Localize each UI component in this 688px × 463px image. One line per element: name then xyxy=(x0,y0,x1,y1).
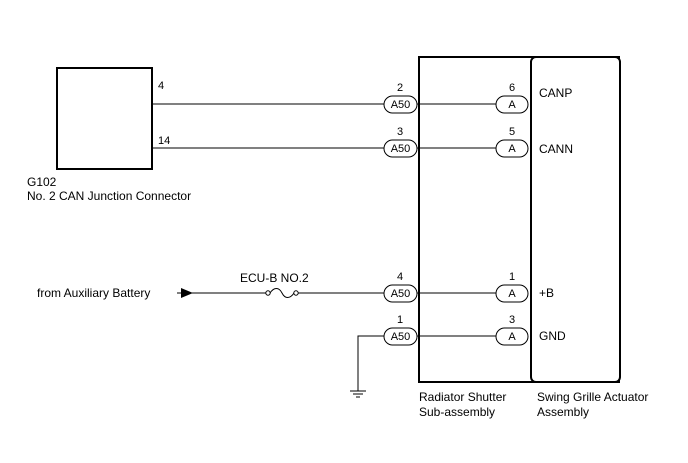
a-label: A xyxy=(508,143,516,155)
left-pin-4: 4 xyxy=(158,80,165,92)
swing-grille-actuator-box xyxy=(530,56,621,383)
a50-label: A50 xyxy=(390,99,411,111)
a-pin-number-6: 6 xyxy=(509,82,516,94)
a-pin-number-5: 5 xyxy=(509,126,516,138)
left-component-name: No. 2 CAN Junction Connector xyxy=(27,189,192,203)
arrow-icon xyxy=(181,288,193,298)
radiator-shutter-name-1: Radiator Shutter xyxy=(419,390,507,404)
connector-a-pin6 xyxy=(495,95,529,114)
radiator-shutter-name-2: Sub-assembly xyxy=(419,405,496,419)
a50-label: A50 xyxy=(390,331,411,343)
signal-b: +B xyxy=(539,286,555,300)
a50-label: A50 xyxy=(390,288,411,300)
connector-a-pin5 xyxy=(495,139,529,158)
a-pin-number-1: 1 xyxy=(509,271,516,283)
a50-label: A50 xyxy=(390,143,411,155)
fuse-icon xyxy=(269,288,295,298)
connector-a-pin1 xyxy=(495,284,529,303)
a-label: A xyxy=(508,99,516,111)
a50-pin-number-2: 2 xyxy=(397,82,404,94)
connector-a-pin3 xyxy=(495,327,529,346)
signal-canp: CANP xyxy=(539,86,573,100)
a-label: A xyxy=(508,288,516,300)
connector-a50-pin1 xyxy=(383,327,418,346)
connector-a50-pin4 xyxy=(383,284,418,303)
fuse-terminal-right xyxy=(293,290,299,296)
swing-grille-name-2: Assembly xyxy=(537,405,590,419)
connector-a50-pin3 xyxy=(383,139,418,158)
fuse-label: ECU-B NO.2 xyxy=(240,271,309,285)
power-source-label: from Auxiliary Battery xyxy=(37,286,151,300)
swing-grille-name-1: Swing Grille Actuator xyxy=(537,390,649,404)
can-junction-connector-box xyxy=(56,67,153,170)
connector-a50-pin2 xyxy=(383,95,418,114)
fuse-terminal-left xyxy=(265,290,271,296)
signal-cann: CANN xyxy=(539,142,574,156)
a50-pin-number-3: 3 xyxy=(397,126,404,138)
ground-icon xyxy=(350,390,366,398)
left-component-ref: G102 xyxy=(27,175,57,189)
a-label: A xyxy=(508,331,516,343)
signal-gnd: GND xyxy=(539,329,566,343)
a50-pin-number-1: 1 xyxy=(397,314,404,326)
a-pin-number-3: 3 xyxy=(509,314,516,326)
wire-gnd xyxy=(357,335,384,391)
left-pin-14: 14 xyxy=(158,135,171,147)
a50-pin-number-4: 4 xyxy=(397,271,404,283)
